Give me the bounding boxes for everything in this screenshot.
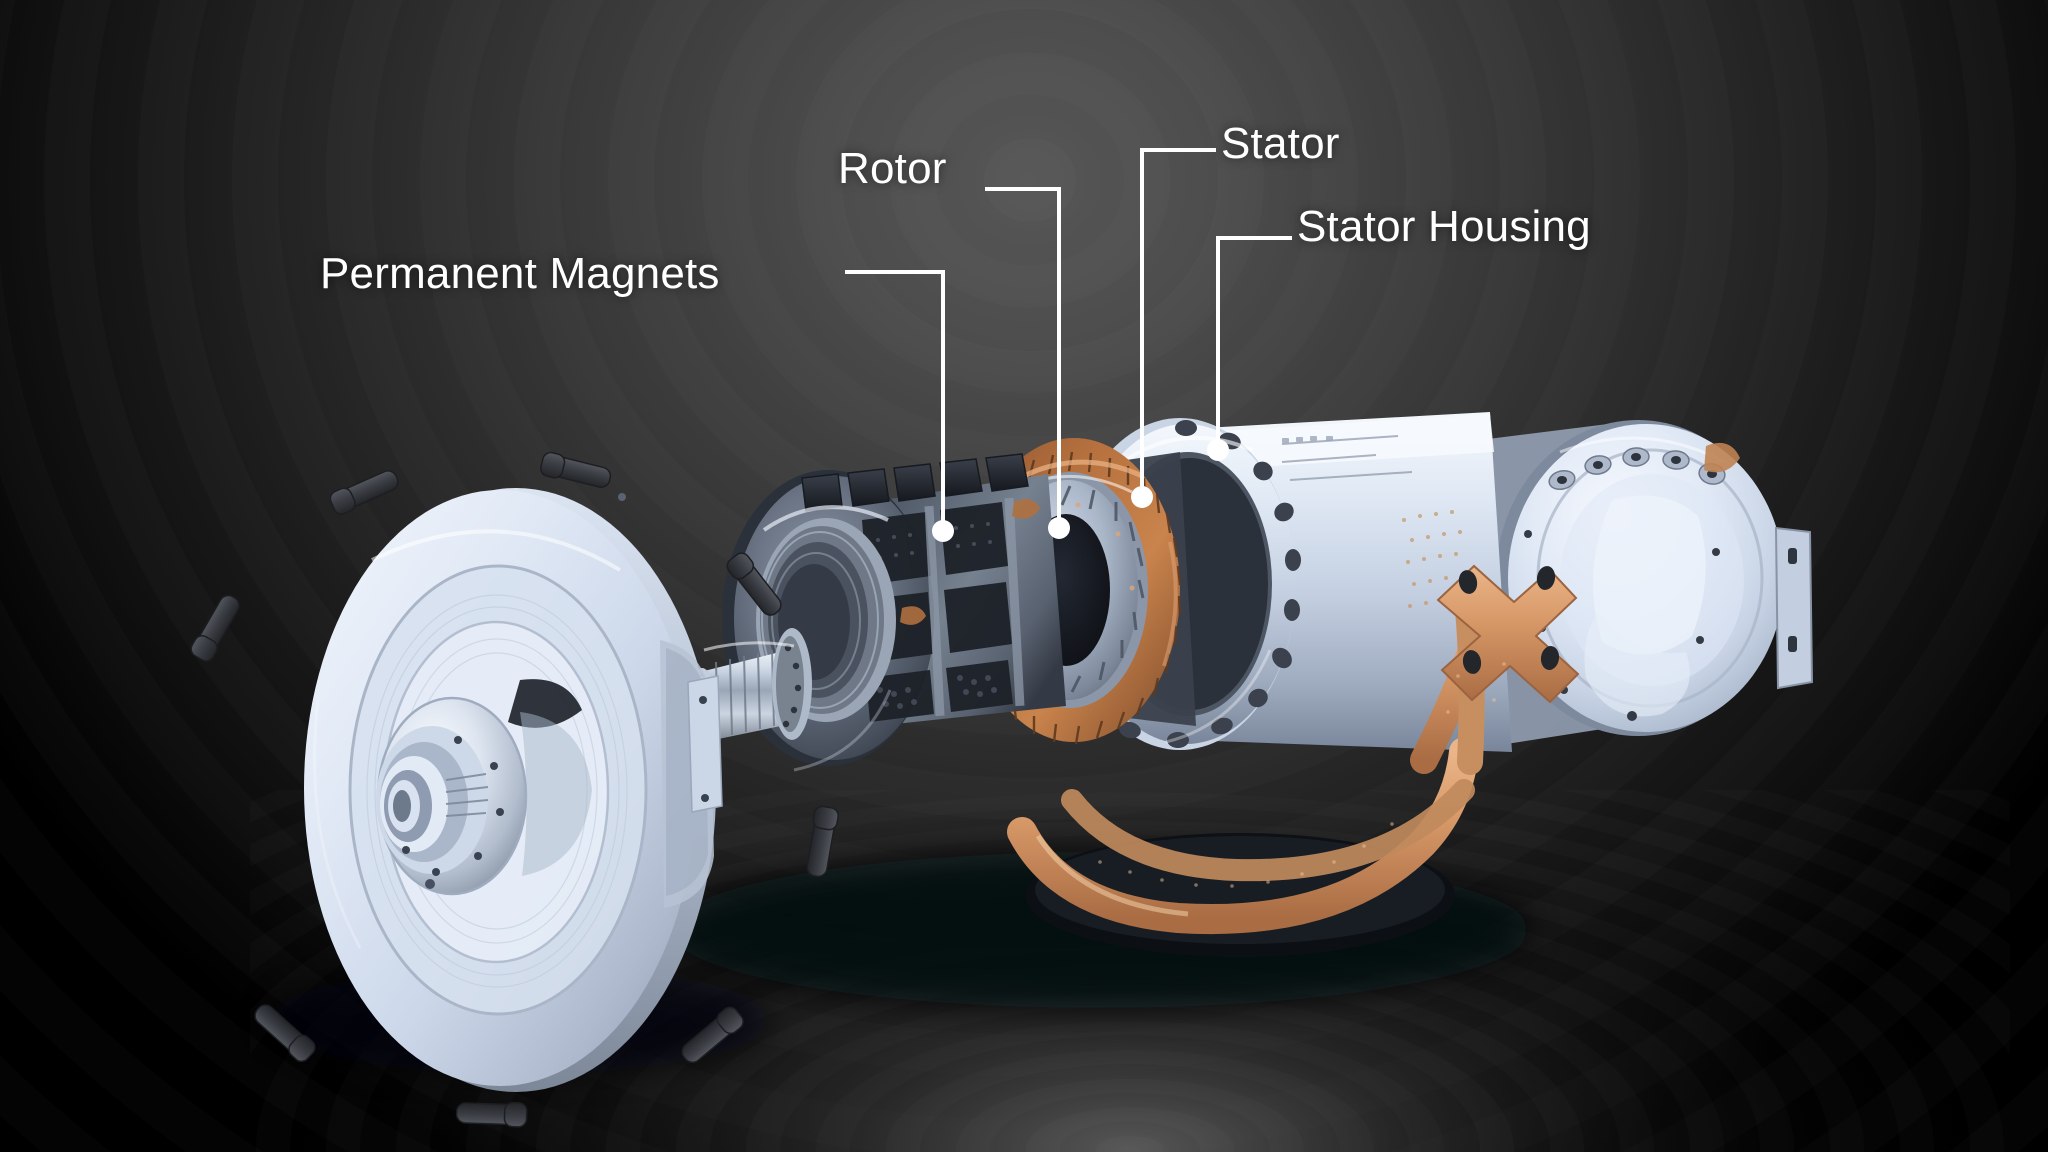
leader-line-permanent-magnets: [845, 270, 945, 531]
callout-label-rotor: Rotor: [838, 144, 947, 193]
callout-rotor: [985, 187, 1070, 539]
leader-line-stator: [1140, 148, 1216, 497]
carrier-bracket: [687, 675, 723, 813]
rear-housing-cover: [1480, 420, 1814, 745]
copper-busbars: [1007, 564, 1580, 957]
callout-label-stator-housing: Stator Housing: [1297, 202, 1591, 251]
end-plate-bolts: [190, 451, 839, 1128]
leader-dot-stator-housing: [1207, 439, 1229, 461]
mounting-lug: [1774, 526, 1814, 690]
leader-dot-rotor: [1048, 517, 1070, 539]
callout-stator: [1131, 148, 1216, 508]
callout-permanent-magnets: [845, 270, 954, 542]
leader-line-stator-housing: [1216, 236, 1292, 450]
end-plate: [190, 451, 839, 1128]
rotor-shaft: [688, 628, 812, 744]
leader-line-rotor: [985, 187, 1061, 528]
callout-label-stator: Stator: [1221, 119, 1340, 168]
leader-dot-permanent-magnets: [932, 520, 954, 542]
leader-dot-stator: [1131, 486, 1153, 508]
callout-label-permanent-magnets: Permanent Magnets: [320, 249, 720, 298]
callout-stator-housing: [1207, 236, 1292, 461]
